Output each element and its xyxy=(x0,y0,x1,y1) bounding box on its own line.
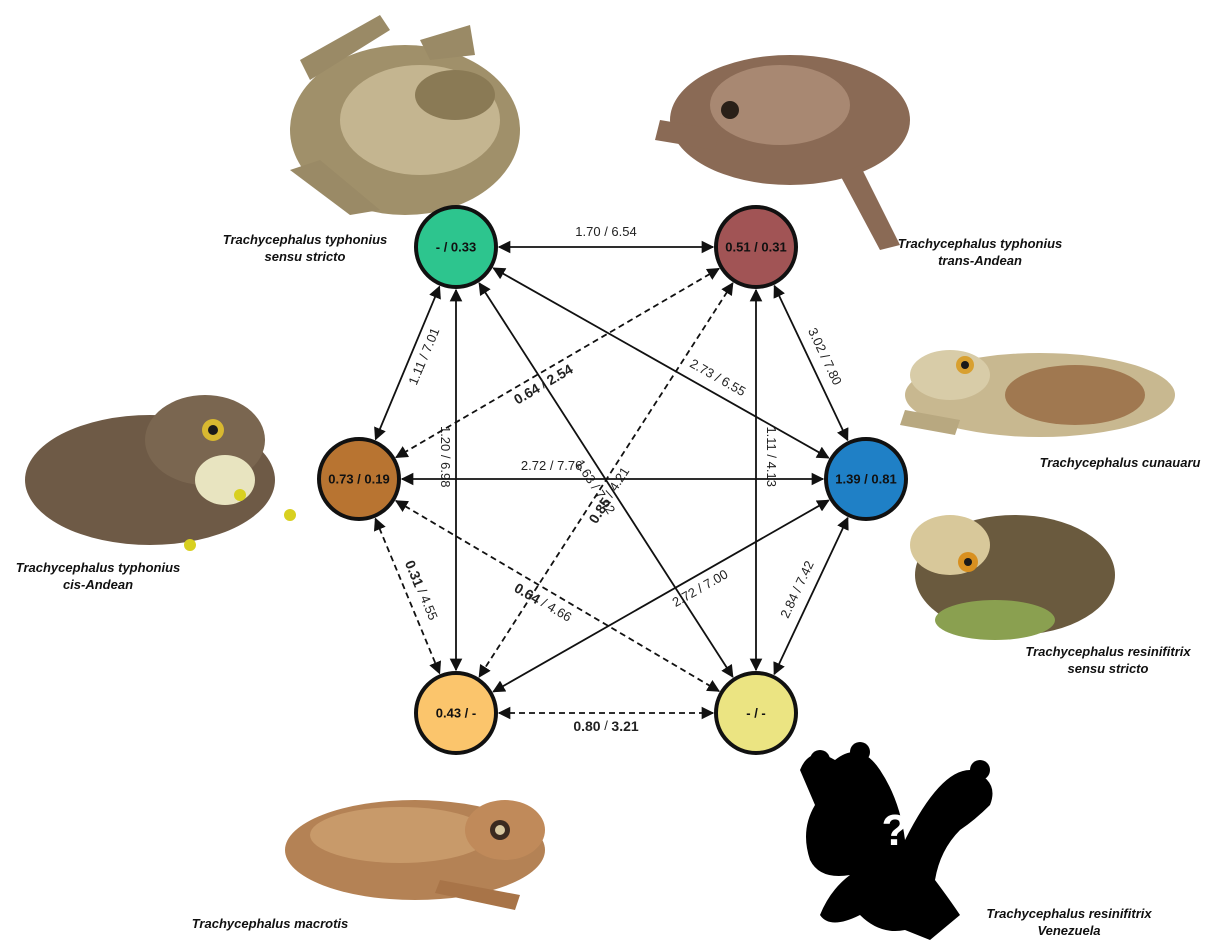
species-tca-line1: Trachycephalus typhonius xyxy=(16,560,180,575)
frog-photo-resinifitrix-sensu-stricto xyxy=(910,515,1115,640)
species-tca-line2: cis-Andean xyxy=(63,577,133,592)
frog-photo-cunauaru xyxy=(900,350,1175,437)
node-label-cun: 1.39 / 0.81 xyxy=(835,471,896,486)
species-tss-line1: Trachycephalus typhonius xyxy=(223,232,387,247)
frog-photo-cis-andean xyxy=(25,395,296,551)
species-tss-line2: sensu stricto xyxy=(265,249,346,264)
species-rss-line2: sensu stricto xyxy=(1068,661,1149,676)
question-mark: ? xyxy=(882,806,909,855)
species-rven-line1: Trachycephalus resinifitrix xyxy=(986,906,1152,921)
species-mac-line1: Trachycephalus macrotis xyxy=(192,916,349,931)
edge-tss-tca xyxy=(376,287,440,440)
species-rven-line2: Venezuela xyxy=(1037,923,1100,938)
node-label-tca: 0.73 / 0.19 xyxy=(328,471,389,486)
node-label-tta: 0.51 / 0.31 xyxy=(725,239,786,254)
edge-label-tta-rven: 1.11 / 4.13 xyxy=(764,426,779,487)
node-label-mac: 0.43 / - xyxy=(436,705,476,720)
species-cun-line1: Trachycephalus cunauaru xyxy=(1040,455,1201,470)
edge-tta-tca xyxy=(396,269,719,458)
frog-photo-macrotis xyxy=(285,800,545,910)
node-label-tss: - / 0.33 xyxy=(436,239,476,254)
edge-label-tta-cun: 3.02 / 7.80 xyxy=(805,326,845,388)
edge-label-tca-rven: 0.64 / 4.66 xyxy=(512,579,575,625)
edge-label-tss-tca: 1.11 / 7.01 xyxy=(406,326,443,388)
frog-silhouette-venezuela: ? xyxy=(800,742,993,940)
frog-photo-sensu-stricto xyxy=(290,15,520,215)
edge-label-tss-cun: 2.73 / 6.55 xyxy=(687,356,748,399)
species-rss-line1: Trachycephalus resinifitrix xyxy=(1025,644,1191,659)
edges-group: 1.70 / 6.541.11 / 7.012.73 / 6.551.20 / … xyxy=(375,224,847,733)
edge-label-tca-cun: 2.72 / 7.76 xyxy=(521,458,582,473)
node-label-rven: - / - xyxy=(746,705,766,720)
edge-label-tta-tca: 0.64 / 2.54 xyxy=(511,360,576,407)
edge-label-tca-mac: 0.31 / 4.55 xyxy=(402,558,441,623)
edge-label-tss-tta: 1.70 / 6.54 xyxy=(575,224,636,239)
edge-label-cun-rven: 2.84 / 7.42 xyxy=(778,559,818,621)
species-tta-line1: Trachycephalus typhonius xyxy=(898,236,1062,251)
species-tta-line2: trans-Andean xyxy=(938,253,1022,268)
edge-label-mac-rven: 0.80 / 3.21 xyxy=(573,718,639,734)
